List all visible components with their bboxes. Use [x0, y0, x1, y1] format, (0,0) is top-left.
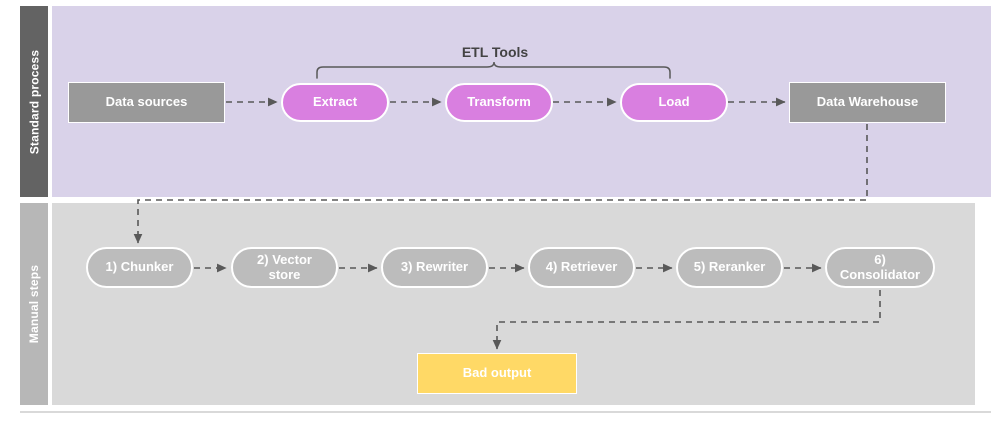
node-chunker-label: 1) Chunker [105, 259, 174, 275]
lane-label-manual-steps-text: Manual steps [27, 264, 42, 344]
node-data-warehouse[interactable]: Data Warehouse [789, 82, 946, 123]
node-extract[interactable]: Extract [281, 83, 389, 122]
node-chunker[interactable]: 1) Chunker [86, 247, 193, 288]
node-transform-label: Transform [467, 94, 531, 110]
node-reranker[interactable]: 5) Reranker [676, 247, 783, 288]
node-data-sources[interactable]: Data sources [68, 82, 225, 123]
node-transform[interactable]: Transform [445, 83, 553, 122]
node-bad-output[interactable]: Bad output [417, 353, 577, 394]
node-rewriter[interactable]: 3) Rewriter [381, 247, 488, 288]
node-retriever[interactable]: 4) Retriever [528, 247, 635, 288]
lane-label-standard-process: Standard process [20, 6, 48, 197]
node-data-sources-label: Data sources [105, 94, 188, 110]
node-load[interactable]: Load [620, 83, 728, 122]
node-rewriter-label: 3) Rewriter [400, 259, 469, 275]
lane-label-standard-process-text: Standard process [27, 49, 42, 154]
bottom-divider [20, 411, 991, 413]
node-bad-output-label: Bad output [462, 365, 532, 381]
lane-label-manual-steps: Manual steps [20, 203, 48, 405]
node-consolidator[interactable]: 6) Consolidator [825, 247, 935, 288]
etl-tools-label: ETL Tools [461, 44, 529, 60]
node-consolidator-label: 6) Consolidator [839, 251, 921, 282]
node-reranker-label: 5) Reranker [693, 259, 766, 275]
node-load-label: Load [658, 94, 690, 110]
node-retriever-label: 4) Retriever [545, 259, 618, 275]
node-vector-store[interactable]: 2) Vector store [231, 247, 338, 288]
node-data-warehouse-label: Data Warehouse [816, 94, 919, 110]
node-extract-label: Extract [312, 94, 358, 110]
node-vector-store-label: 2) Vector store [257, 251, 312, 282]
